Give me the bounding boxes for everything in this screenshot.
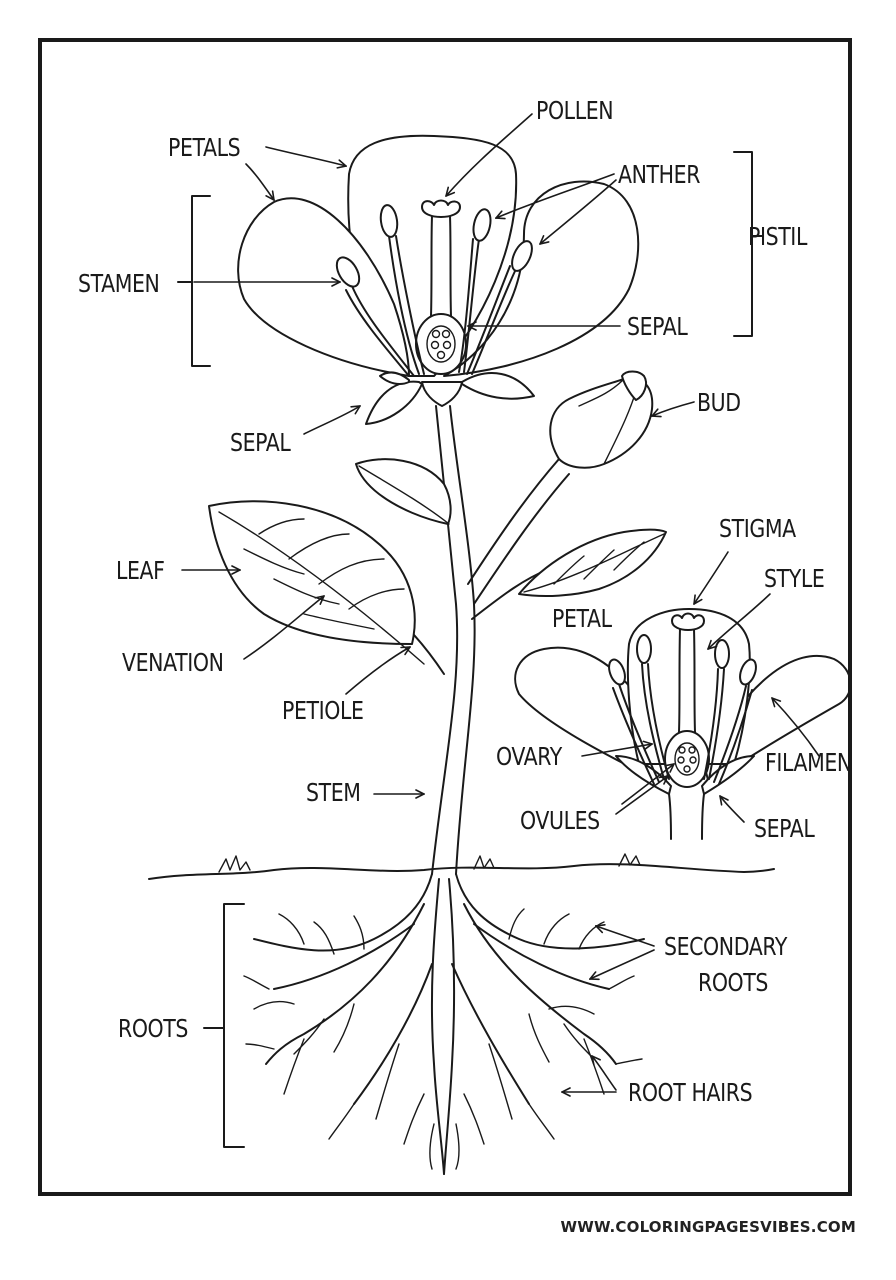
label-petal: PETAL [552, 604, 612, 633]
label-style: STYLE [764, 564, 825, 593]
label-ovules: OVULES [520, 806, 600, 835]
label-stigma: STIGMA [719, 514, 796, 543]
label-leaf: LEAF [116, 556, 165, 585]
flower-bud [549, 370, 654, 469]
label-ovary: OVARY [496, 742, 562, 771]
flower-cross-section [514, 608, 848, 840]
label-stamen: STAMEN [78, 269, 160, 298]
label-sepal-top: SEPAL [627, 312, 688, 341]
label-pointers [177, 113, 820, 1148]
label-anther: ANTHER [618, 160, 701, 189]
label-stem: STEM [306, 778, 361, 807]
label-secondary-roots-line2: ROOTS [698, 968, 769, 997]
label-root-hairs: ROOT HAIRS [628, 1078, 753, 1107]
label-secondary-roots-line1: SECONDARY [664, 932, 787, 961]
website-credit: WWW.COLORINGPAGESVIBES.COM [560, 1218, 856, 1236]
label-venation: VENATION [122, 648, 224, 677]
label-pistil: PISTIL [748, 222, 807, 251]
label-petals: PETALS [168, 133, 241, 162]
leaves [208, 458, 667, 665]
label-petiole: PETIOLE [282, 696, 364, 725]
root-system [243, 873, 645, 1175]
main-flower [237, 134, 640, 425]
label-bud: BUD [697, 388, 741, 417]
label-roots: ROOTS [118, 1014, 189, 1043]
plant-illustration [148, 113, 848, 1175]
ground-line [148, 853, 775, 880]
label-sepal-detail: SEPAL [754, 814, 815, 843]
label-pollen: POLLEN [536, 96, 614, 125]
label-filament: FILAMENT [765, 748, 852, 777]
label-sepal-left: SEPAL [230, 428, 291, 457]
diagram-frame: POLLEN PETALS ANTHER PISTIL STAMEN SEPAL… [38, 38, 852, 1196]
